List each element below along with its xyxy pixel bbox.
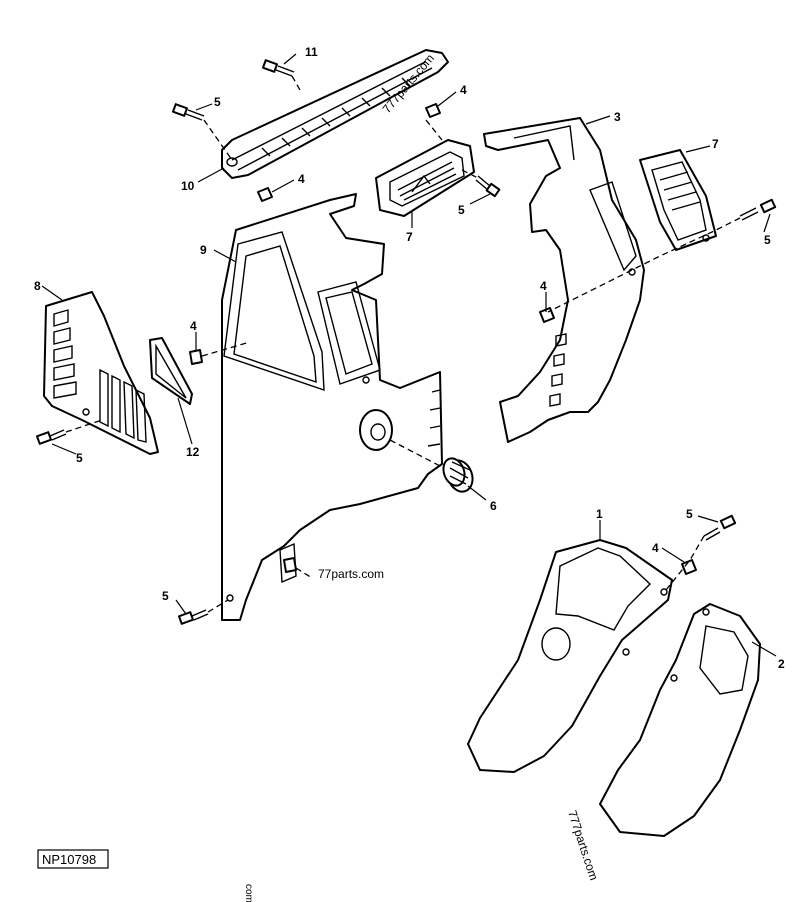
drawing-id-box: NP10798 (37, 849, 109, 869)
callout-3: 3 (614, 110, 621, 124)
drawing-id: NP10798 (42, 852, 96, 867)
part-12-gasket (149, 337, 193, 405)
callout-9: 9 (200, 243, 207, 257)
part-8-side-grille (43, 291, 159, 455)
watermark-middle: 77parts.com (318, 567, 384, 581)
part-4-nut-clip-c (539, 307, 555, 323)
callout-11: 11 (305, 45, 318, 59)
part-4-nut-clip-e (283, 557, 297, 573)
part-10-top-vent-bar (221, 49, 449, 179)
callouts: 11 5 10 4 4 7 5 3 7 5 9 8 4 12 5 4 6 1 5… (34, 45, 785, 671)
callout-2: 2 (778, 657, 785, 671)
part-5-screw-d (35, 429, 67, 445)
part-7-louver-vent-left (375, 139, 475, 217)
callout-5: 5 (214, 95, 221, 109)
callout-12: 12 (186, 445, 200, 459)
callout-4: 4 (460, 83, 467, 97)
part-5-screw-b (475, 175, 501, 198)
callout-4: 4 (540, 279, 547, 293)
part-7-louver-vent-right (639, 149, 717, 251)
watermark-bottom: com (243, 884, 254, 902)
callout-7: 7 (712, 137, 719, 151)
callout-5: 5 (764, 233, 771, 247)
part-5-screw-f (703, 514, 737, 541)
callout-4: 4 (652, 541, 659, 555)
part-2-lower-trim (599, 603, 761, 837)
part-3-right-panel (483, 117, 645, 443)
part-11-screw (261, 59, 295, 77)
callout-1: 1 (596, 507, 603, 521)
part-4-nut-clip-a (257, 187, 273, 202)
callout-8: 8 (34, 279, 41, 293)
callout-7: 7 (406, 230, 413, 244)
callout-5: 5 (458, 203, 465, 217)
callout-5: 5 (76, 451, 83, 465)
part-5-screw-a (171, 103, 205, 121)
part-5-screw-c (739, 198, 777, 221)
callout-6: 6 (490, 499, 497, 513)
callout-5: 5 (162, 589, 169, 603)
assembly-lines (65, 75, 741, 613)
part-6-knob (442, 457, 474, 493)
part-4-nut-clip-d (189, 349, 203, 365)
callout-10: 10 (181, 179, 195, 193)
part-5-screw-e (177, 609, 209, 625)
callout-4: 4 (190, 319, 197, 333)
leader-lines (41, 53, 777, 657)
part-4-nut-clip-b (425, 103, 441, 118)
part-1-lower-cover (467, 539, 673, 773)
callout-4: 4 (298, 172, 305, 186)
part-4-nut-clip-f (681, 559, 697, 575)
callout-5: 5 (686, 507, 693, 521)
watermark-lower-right: 777parts.com (565, 809, 601, 882)
part-9-main-panel (221, 193, 443, 621)
